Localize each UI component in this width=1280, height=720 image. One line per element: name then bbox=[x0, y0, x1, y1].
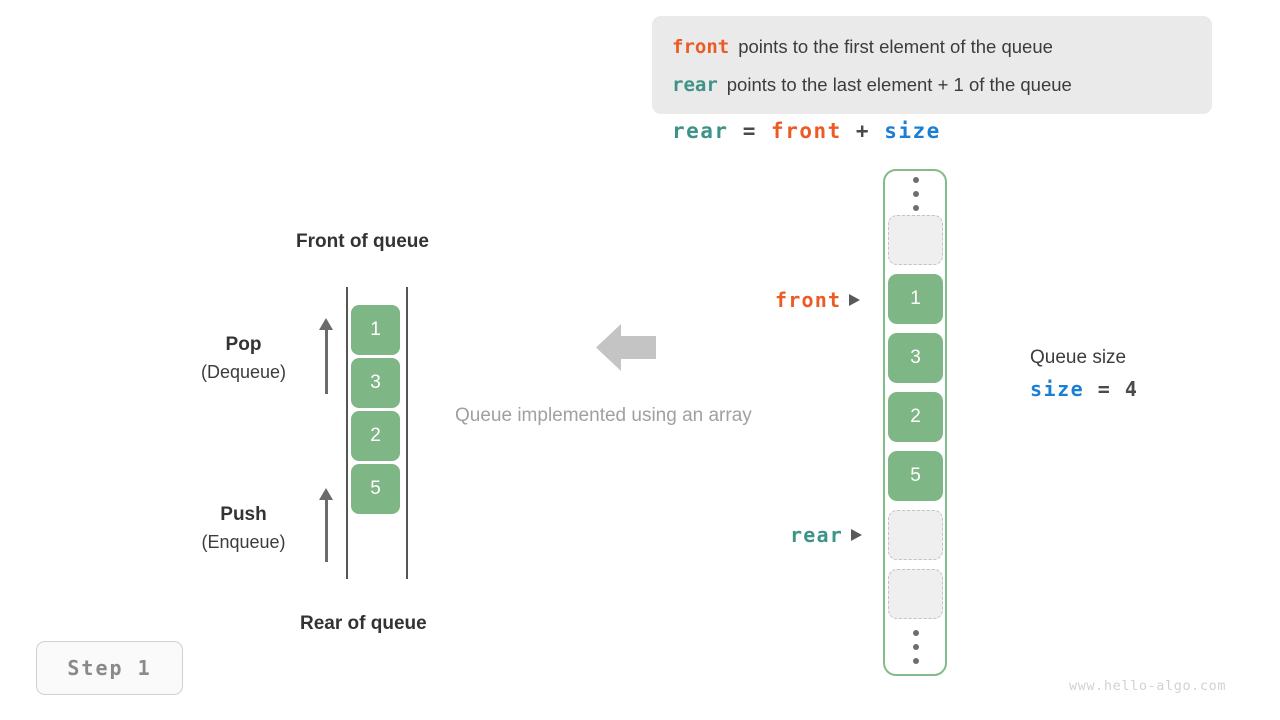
legend-line-rear: rear points to the last element + 1 of th… bbox=[672, 66, 1192, 104]
array-slot-empty bbox=[888, 510, 943, 560]
queue-rail-right bbox=[406, 287, 408, 579]
formula-front: front bbox=[771, 119, 842, 143]
rear-pointer-label: rear bbox=[790, 523, 862, 547]
diagram-caption: Queue implemented using an array bbox=[455, 405, 752, 426]
front-pointer-label: front bbox=[775, 288, 861, 312]
array-slot-empty bbox=[888, 215, 943, 265]
formula-plus: + bbox=[855, 119, 871, 143]
queue-size-title: Queue size bbox=[1030, 347, 1127, 368]
queue-rail-left bbox=[346, 287, 348, 579]
push-operation-label: Push (Enqueue) bbox=[181, 502, 306, 556]
legend-line-front: front points to the first element of the … bbox=[672, 28, 1192, 66]
array-slot-filled: 2 bbox=[888, 392, 943, 442]
ellipsis-dots-bottom bbox=[906, 630, 926, 664]
legend-text-rear: points to the last element + 1 of the qu… bbox=[726, 74, 1072, 95]
queue-size-var: size bbox=[1030, 377, 1085, 401]
watermark: www.hello-algo.com bbox=[1069, 678, 1227, 694]
queue-size-value: 4 bbox=[1124, 377, 1139, 401]
array-slot-filled: 1 bbox=[888, 274, 943, 324]
pop-title: Pop bbox=[225, 334, 262, 355]
legend-keyword-rear: rear bbox=[672, 74, 718, 96]
formula-equals: = bbox=[742, 119, 757, 143]
pointer-triangle-icon bbox=[849, 294, 861, 306]
queue-size-expression: size = 4 bbox=[1030, 373, 1138, 405]
queue-cell: 2 bbox=[351, 411, 400, 461]
queue-cell: 5 bbox=[351, 464, 400, 514]
legend-box: front points to the first element of the … bbox=[652, 16, 1212, 114]
queue-cell: 1 bbox=[351, 305, 400, 355]
queue-size-equals: = bbox=[1097, 377, 1112, 401]
left-arrow-icon bbox=[596, 324, 656, 371]
pop-subtitle: (Dequeue) bbox=[200, 362, 287, 382]
legend-text-front: points to the first element of the queue bbox=[738, 36, 1053, 57]
front-of-queue-label: Front of queue bbox=[296, 231, 429, 252]
push-subtitle: (Enqueue) bbox=[201, 532, 286, 552]
step-badge: Step 1 bbox=[36, 641, 183, 695]
queue-size-note: Queue size size = 4 bbox=[1030, 343, 1138, 405]
array-slot-filled: 5 bbox=[888, 451, 943, 501]
up-arrow-icon-pop bbox=[316, 318, 336, 394]
formula-rear: rear bbox=[672, 119, 729, 143]
pointer-triangle-icon bbox=[850, 529, 862, 541]
array-slot-empty bbox=[888, 569, 943, 619]
formula-rear-equals-front-plus-size: rear = front + size bbox=[672, 119, 941, 143]
legend-keyword-front: front bbox=[672, 36, 730, 58]
formula-size: size bbox=[884, 119, 941, 143]
rear-pointer-text: rear bbox=[790, 523, 843, 547]
ellipsis-dots-top bbox=[906, 177, 926, 211]
push-title: Push bbox=[220, 504, 267, 525]
pop-operation-label: Pop (Dequeue) bbox=[181, 332, 306, 386]
array-slot-filled: 3 bbox=[888, 333, 943, 383]
up-arrow-icon-push bbox=[316, 488, 336, 562]
queue-cell: 3 bbox=[351, 358, 400, 408]
front-pointer-text: front bbox=[775, 288, 842, 312]
rear-of-queue-label: Rear of queue bbox=[300, 613, 427, 634]
